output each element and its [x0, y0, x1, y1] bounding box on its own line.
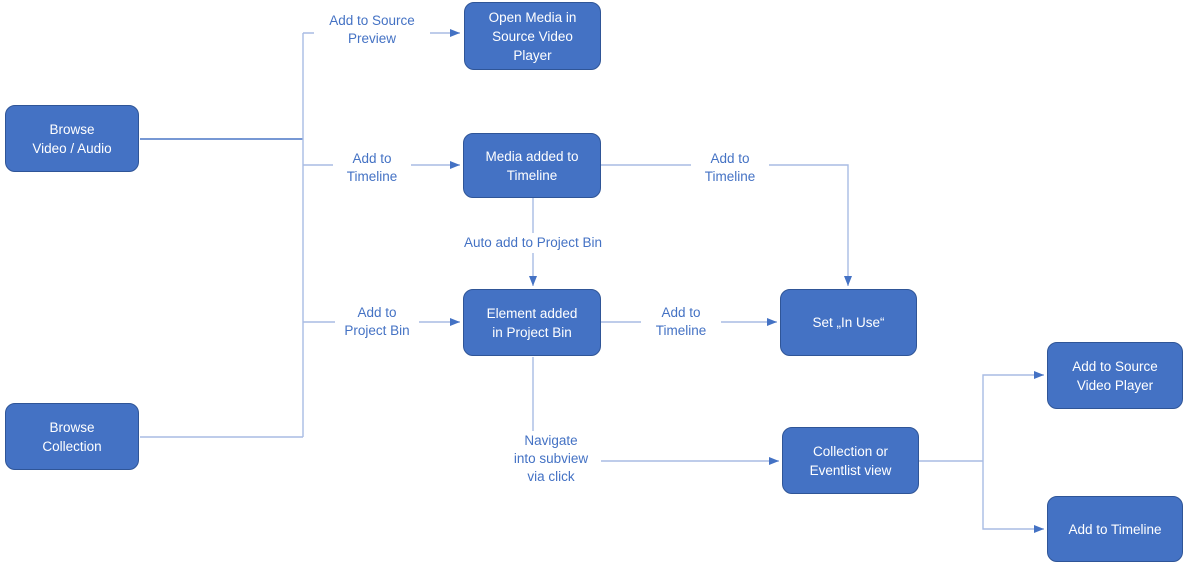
node-browse-collection: Browse Collection [5, 403, 139, 470]
edge-label-add-to-timeline-top: Add to Timeline [333, 149, 411, 187]
edge-label-add-to-timeline-media: Add to Timeline [691, 149, 769, 187]
edge-label-add-to-source-preview: Add to Source Preview [314, 11, 430, 49]
edge-label-add-to-timeline-element: Add to Timeline [641, 303, 721, 341]
node-open-media-source-player: Open Media in Source Video Player [464, 2, 601, 70]
node-set-in-use: Set „In Use“ [780, 289, 917, 356]
node-add-to-source-video-player: Add to Source Video Player [1047, 342, 1183, 409]
edge-label-auto-add-project-bin: Auto add to Project Bin [450, 233, 616, 253]
node-collection-eventlist-view: Collection or Eventlist view [782, 427, 919, 494]
edge-media-to-set-in-use [601, 164, 852, 286]
node-media-added-to-timeline: Media added to Timeline [463, 133, 601, 198]
node-element-added-project-bin: Element added in Project Bin [463, 289, 601, 356]
node-browse-video-audio: Browse Video / Audio [5, 105, 139, 172]
edge-to-add-source-player [982, 371, 1044, 461]
edge-to-add-timeline [982, 461, 1044, 533]
edge-label-add-to-project-bin: Add to Project Bin [335, 303, 419, 341]
node-add-to-timeline: Add to Timeline [1047, 496, 1183, 562]
edge-label-navigate-subview: Navigate into subview via click [501, 431, 601, 487]
